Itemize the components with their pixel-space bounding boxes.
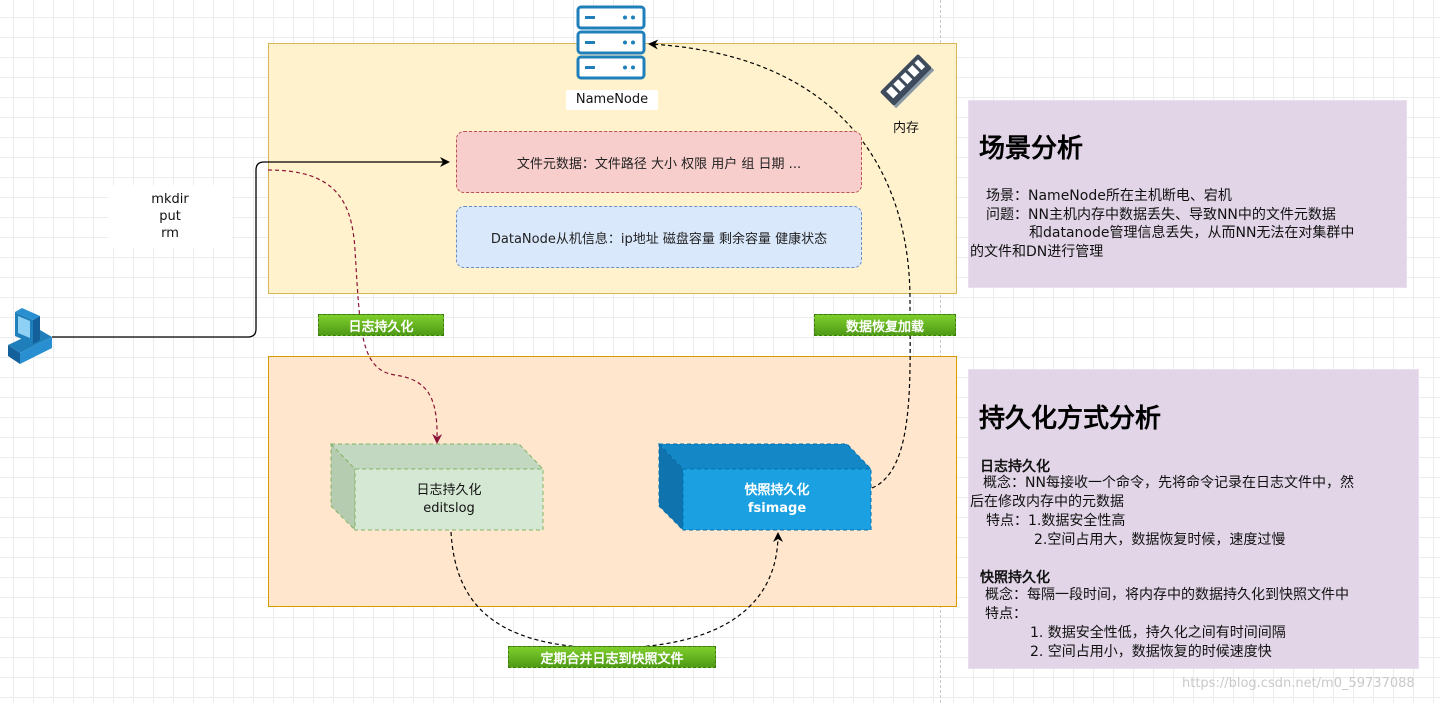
command-list: mkdir put rm [108, 185, 232, 248]
log-concept-line-2: 后在修改内存中的元数据 [970, 494, 1124, 510]
scene-line-2: 问题：NN主机内存中数据丢失、导致NN中的文件元数据 [986, 207, 1336, 223]
editslog-text: 日志持久化 editslog [355, 469, 543, 530]
memory-label: 内存 [892, 121, 919, 136]
editslog-title: 日志持久化 [416, 482, 482, 498]
divider-line [940, 0, 941, 703]
log-persist-edge-label: 日志持久化 [318, 314, 444, 336]
scene-line-1: 场景：NameNode所在主机断电、宕机 [986, 188, 1232, 204]
snapshot-concept-line: 概念：每隔一段时间，将内存中的数据持久化到快照文件中 [985, 587, 1349, 603]
snapshot-feature-line-2: 2. 空间占用小，数据恢复的时候速度快 [1030, 644, 1272, 660]
editslog-subtitle: editslog [423, 500, 475, 516]
fsimage-title: 快照持久化 [744, 482, 810, 498]
scene-analysis-panel [968, 100, 1407, 288]
log-feature-line-1: 特点：1.数据安全性高 [986, 513, 1126, 529]
scene-line-4: 的文件和DN进行管理 [970, 244, 1104, 260]
log-feature-line-2: 2.空间占用大，数据恢复时候，速度过慢 [1034, 532, 1286, 548]
namenode-label: NameNode [566, 90, 658, 110]
client-to-metadata-connector [52, 157, 450, 338]
data-recovery-edge-label: 数据恢复加载 [814, 314, 956, 336]
file-metadata-box: 文件元数据：文件路径 大小 权限 用户 组 日期 ... [456, 131, 862, 193]
fsimage-subtitle: fsimage [747, 500, 807, 516]
command-put: put [159, 209, 181, 224]
snapshot-feature-label: 特点： [985, 606, 1027, 622]
log-persist-heading: 日志持久化 [980, 459, 1050, 475]
snapshot-feature-line-1: 1. 数据安全性低，持久化之间有时间间隔 [1030, 625, 1286, 641]
scene-panel-title: 场景分析 [979, 134, 1084, 164]
scene-line-3: 和datanode管理信息丢失，从而NN无法在对集群中 [1029, 225, 1355, 241]
command-mkdir: mkdir [151, 192, 189, 207]
persistence-analysis-panel [968, 369, 1419, 669]
snapshot-persist-heading: 快照持久化 [980, 570, 1050, 586]
persist-panel-title: 持久化方式分析 [979, 404, 1162, 434]
datanode-info-box: DataNode从机信息：ip地址 磁盘容量 剩余容量 健康状态 [456, 206, 862, 268]
data-recovery-connector [648, 39, 911, 489]
merge-edge-label: 定期合并日志到快照文件 [508, 646, 716, 668]
watermark: https://blog.csdn.net/m0_59737088 [1182, 676, 1415, 691]
fsimage-text: 快照持久化 fsimage [683, 469, 871, 530]
log-concept-line-1: 概念：NN每接收一个命令，先将命令记录在日志文件中，然 [983, 475, 1354, 491]
command-rm: rm [161, 226, 179, 241]
